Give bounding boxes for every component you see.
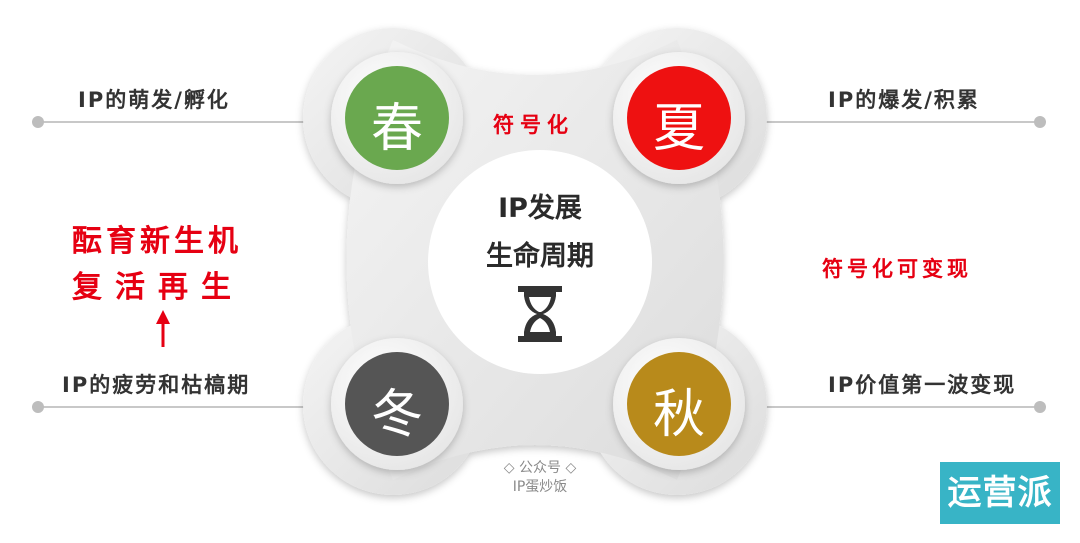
watermark-line1: ◇ 公众号 ◇ — [503, 460, 577, 476]
winter-circle — [345, 352, 449, 456]
autumn-circle — [627, 352, 731, 456]
dot-bottom-right — [1034, 401, 1046, 413]
arrow-up-icon — [156, 310, 170, 347]
label-bottom-left: IP的疲劳和枯槁期 — [62, 373, 251, 397]
connector-lines — [32, 116, 1046, 413]
label-rebirth-line1: 酝育新生机 — [72, 224, 242, 259]
center-plate — [428, 150, 652, 374]
dot-bottom-left — [32, 401, 44, 413]
winter-label: 冬 — [370, 385, 423, 445]
center-title-line2: 生命周期 — [486, 241, 594, 272]
spring-circle — [345, 66, 449, 170]
label-top-right: IP的爆发/积累 — [828, 88, 980, 112]
center-title-line1: IP发展 — [498, 193, 582, 224]
dot-top-right — [1034, 116, 1046, 128]
summer-label: 夏 — [652, 99, 705, 159]
label-bottom-right: IP价值第一波变现 — [828, 373, 1017, 397]
label-monetization: 符号化可变现 — [822, 257, 972, 281]
label-rebirth-line2: 复活再生 — [72, 270, 244, 305]
label-symbolization: 符号化 — [493, 113, 574, 137]
summer-circle — [627, 66, 731, 170]
dot-top-left — [32, 116, 44, 128]
label-top-left: IP的萌发/孵化 — [78, 88, 230, 112]
hourglass-icon — [518, 286, 562, 342]
brand-badge: 运营派 — [940, 462, 1060, 524]
watermark-line2: IP蛋炒饭 — [512, 479, 568, 495]
spring-label: 春 — [370, 99, 423, 159]
autumn-label: 秋 — [652, 385, 705, 445]
